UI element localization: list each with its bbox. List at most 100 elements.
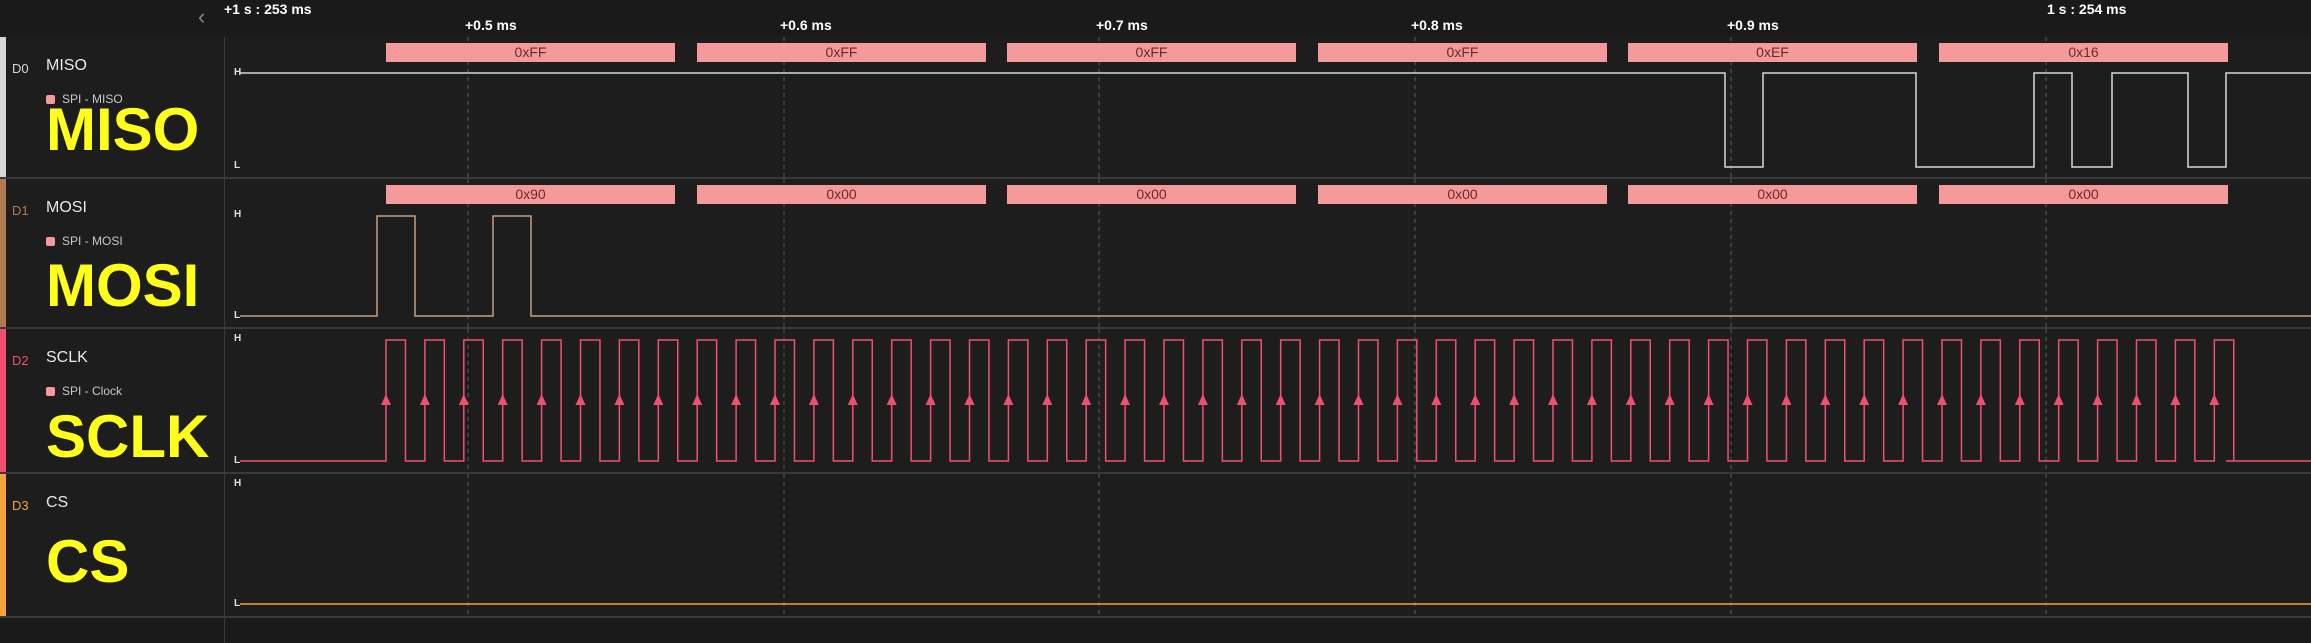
decoded-byte-box bbox=[1628, 43, 1917, 62]
decoded-byte-label: 0x00 bbox=[2068, 186, 2099, 202]
channel-index: D0 bbox=[12, 61, 29, 76]
low-level-marker: L bbox=[234, 455, 241, 466]
clock-edge-marker-icon bbox=[925, 394, 936, 405]
clock-edge-marker-icon bbox=[1781, 394, 1792, 405]
analyzer-swatch-icon bbox=[46, 387, 55, 397]
analyzer-tag[interactable]: SPI - MOSI bbox=[46, 234, 123, 248]
low-level-marker: L bbox=[234, 310, 241, 321]
clock-edge-marker-icon bbox=[419, 394, 430, 405]
clock-edge-marker-icon bbox=[1470, 394, 1481, 405]
clock-edge-marker-icon bbox=[1703, 394, 1714, 405]
clock-edge-marker-icon bbox=[692, 394, 703, 405]
sclk-signal-trace bbox=[240, 339, 2311, 462]
clock-edge-marker-icon bbox=[2014, 394, 2025, 405]
timeline-corner bbox=[0, 0, 224, 37]
channel-color-bar bbox=[0, 329, 6, 472]
decoded-byte-box bbox=[697, 185, 986, 204]
clock-edge-marker-icon bbox=[2131, 394, 2142, 405]
cs-waveform bbox=[240, 474, 2311, 616]
clock-edge-marker-icon bbox=[2053, 394, 2064, 405]
decoded-byte-box bbox=[1628, 185, 1917, 204]
clock-edge-marker-icon bbox=[1003, 394, 1014, 405]
channel-row-sclk[interactable]: D2 SCLK SPI - Clock SCLK H L bbox=[0, 329, 2311, 474]
analyzer-tag[interactable]: SPI - MISO bbox=[46, 92, 123, 106]
sclk-waveform bbox=[240, 329, 2311, 472]
clock-edge-marker-icon bbox=[1159, 394, 1169, 405]
channel-index: D3 bbox=[12, 498, 29, 513]
waveform-area[interactable]: H L bbox=[224, 329, 2311, 472]
decoded-byte-label: 0xFF bbox=[1447, 44, 1479, 60]
timeline-ruler[interactable]: ‹ +1 s : 253 ms 1 s : 254 ms +0.5 ms +0.… bbox=[0, 0, 2311, 38]
decoded-byte-box bbox=[1318, 43, 1607, 62]
high-level-marker: H bbox=[234, 333, 242, 344]
clock-edge-marker-icon bbox=[575, 394, 586, 405]
clock-edge-marker-icon bbox=[497, 394, 508, 405]
channel-index: D1 bbox=[12, 203, 29, 218]
high-level-marker: H bbox=[234, 478, 242, 489]
clock-edge-marker-icon bbox=[770, 394, 780, 405]
channel-color-bar bbox=[0, 474, 6, 616]
channel-name[interactable]: MOSI bbox=[46, 199, 87, 216]
channel-label-panel: D0 MISO SPI - MISO MISO bbox=[0, 37, 225, 177]
timeline-tick: +0.9 ms bbox=[1727, 17, 1779, 33]
timeline-tick: +0.5 ms bbox=[465, 17, 517, 33]
analyzer-name: SPI - Clock bbox=[62, 384, 123, 398]
waveform-area[interactable]: H L bbox=[224, 474, 2311, 616]
channel-name[interactable]: SCLK bbox=[46, 349, 88, 366]
clock-edge-marker-icon bbox=[381, 394, 391, 405]
low-level-marker: L bbox=[234, 160, 241, 171]
timeline-tick: +0.7 ms bbox=[1096, 17, 1148, 33]
annotation-label: CS bbox=[46, 528, 130, 595]
divider bbox=[224, 618, 225, 643]
decoded-byte-box bbox=[1939, 43, 2228, 62]
decoded-byte-box bbox=[1007, 43, 1296, 62]
channel-color-bar bbox=[0, 37, 6, 177]
annotation-label: MOSI bbox=[46, 252, 200, 319]
decoded-byte-box bbox=[1318, 185, 1607, 204]
decoded-byte-label: 0xFF bbox=[826, 44, 858, 60]
timeline-end-time: 1 s : 254 ms bbox=[2047, 1, 2127, 17]
analyzer-tag[interactable]: SPI - Clock bbox=[46, 384, 122, 398]
annotation-label: MISO bbox=[46, 96, 200, 163]
analyzer-name: SPI - MOSI bbox=[62, 234, 123, 248]
channel-name[interactable]: CS bbox=[46, 494, 69, 511]
decoded-byte-box bbox=[386, 185, 675, 204]
clock-edge-marker-icon bbox=[1509, 394, 1520, 405]
clock-edge-marker-icon bbox=[1314, 394, 1325, 405]
decoded-byte-label: 0x00 bbox=[1757, 186, 1788, 202]
decoded-byte-label: 0xEF bbox=[1756, 44, 1789, 60]
channel-name[interactable]: MISO bbox=[46, 57, 87, 74]
clock-edge-marker-icon bbox=[1042, 394, 1053, 405]
clock-edge-marker-icon bbox=[1859, 394, 1870, 405]
channel-label-panel: D3 CS CS bbox=[0, 474, 225, 616]
decoded-byte-label: 0x90 bbox=[515, 186, 546, 202]
clock-edge-marker-icon bbox=[1236, 394, 1247, 405]
chevron-left-icon[interactable]: ‹ bbox=[198, 4, 206, 29]
mosi-signal-trace bbox=[240, 215, 2311, 317]
clock-edge-marker-icon bbox=[1431, 394, 1442, 405]
clock-edge-marker-icon bbox=[614, 394, 625, 405]
clock-edge-marker-icon bbox=[1081, 394, 1092, 405]
decoded-byte-label: 0x00 bbox=[826, 186, 857, 202]
clock-edge-marker-icon bbox=[886, 394, 897, 405]
channel-row-cs[interactable]: D3 CS CS H L bbox=[0, 474, 2311, 618]
clock-edge-marker-icon bbox=[1120, 394, 1131, 405]
annotation-label: SCLK bbox=[46, 403, 210, 470]
timeline-start-time: +1 s : 253 ms bbox=[224, 1, 312, 17]
clock-edge-marker-icon bbox=[1197, 394, 1208, 405]
clock-edge-marker-icon bbox=[731, 394, 742, 405]
clock-edge-marker-icon bbox=[1353, 394, 1364, 405]
channel-index: D2 bbox=[12, 353, 29, 368]
low-level-marker: L bbox=[234, 598, 241, 609]
miso-signal-trace bbox=[240, 72, 2311, 168]
high-level-marker: H bbox=[234, 67, 242, 78]
decoded-byte-box bbox=[697, 43, 986, 62]
clock-edge-marker-icon bbox=[1937, 394, 1947, 405]
clock-edge-marker-icon bbox=[1820, 394, 1831, 405]
channel-label-panel: D2 SCLK SPI - Clock SCLK bbox=[0, 329, 225, 472]
